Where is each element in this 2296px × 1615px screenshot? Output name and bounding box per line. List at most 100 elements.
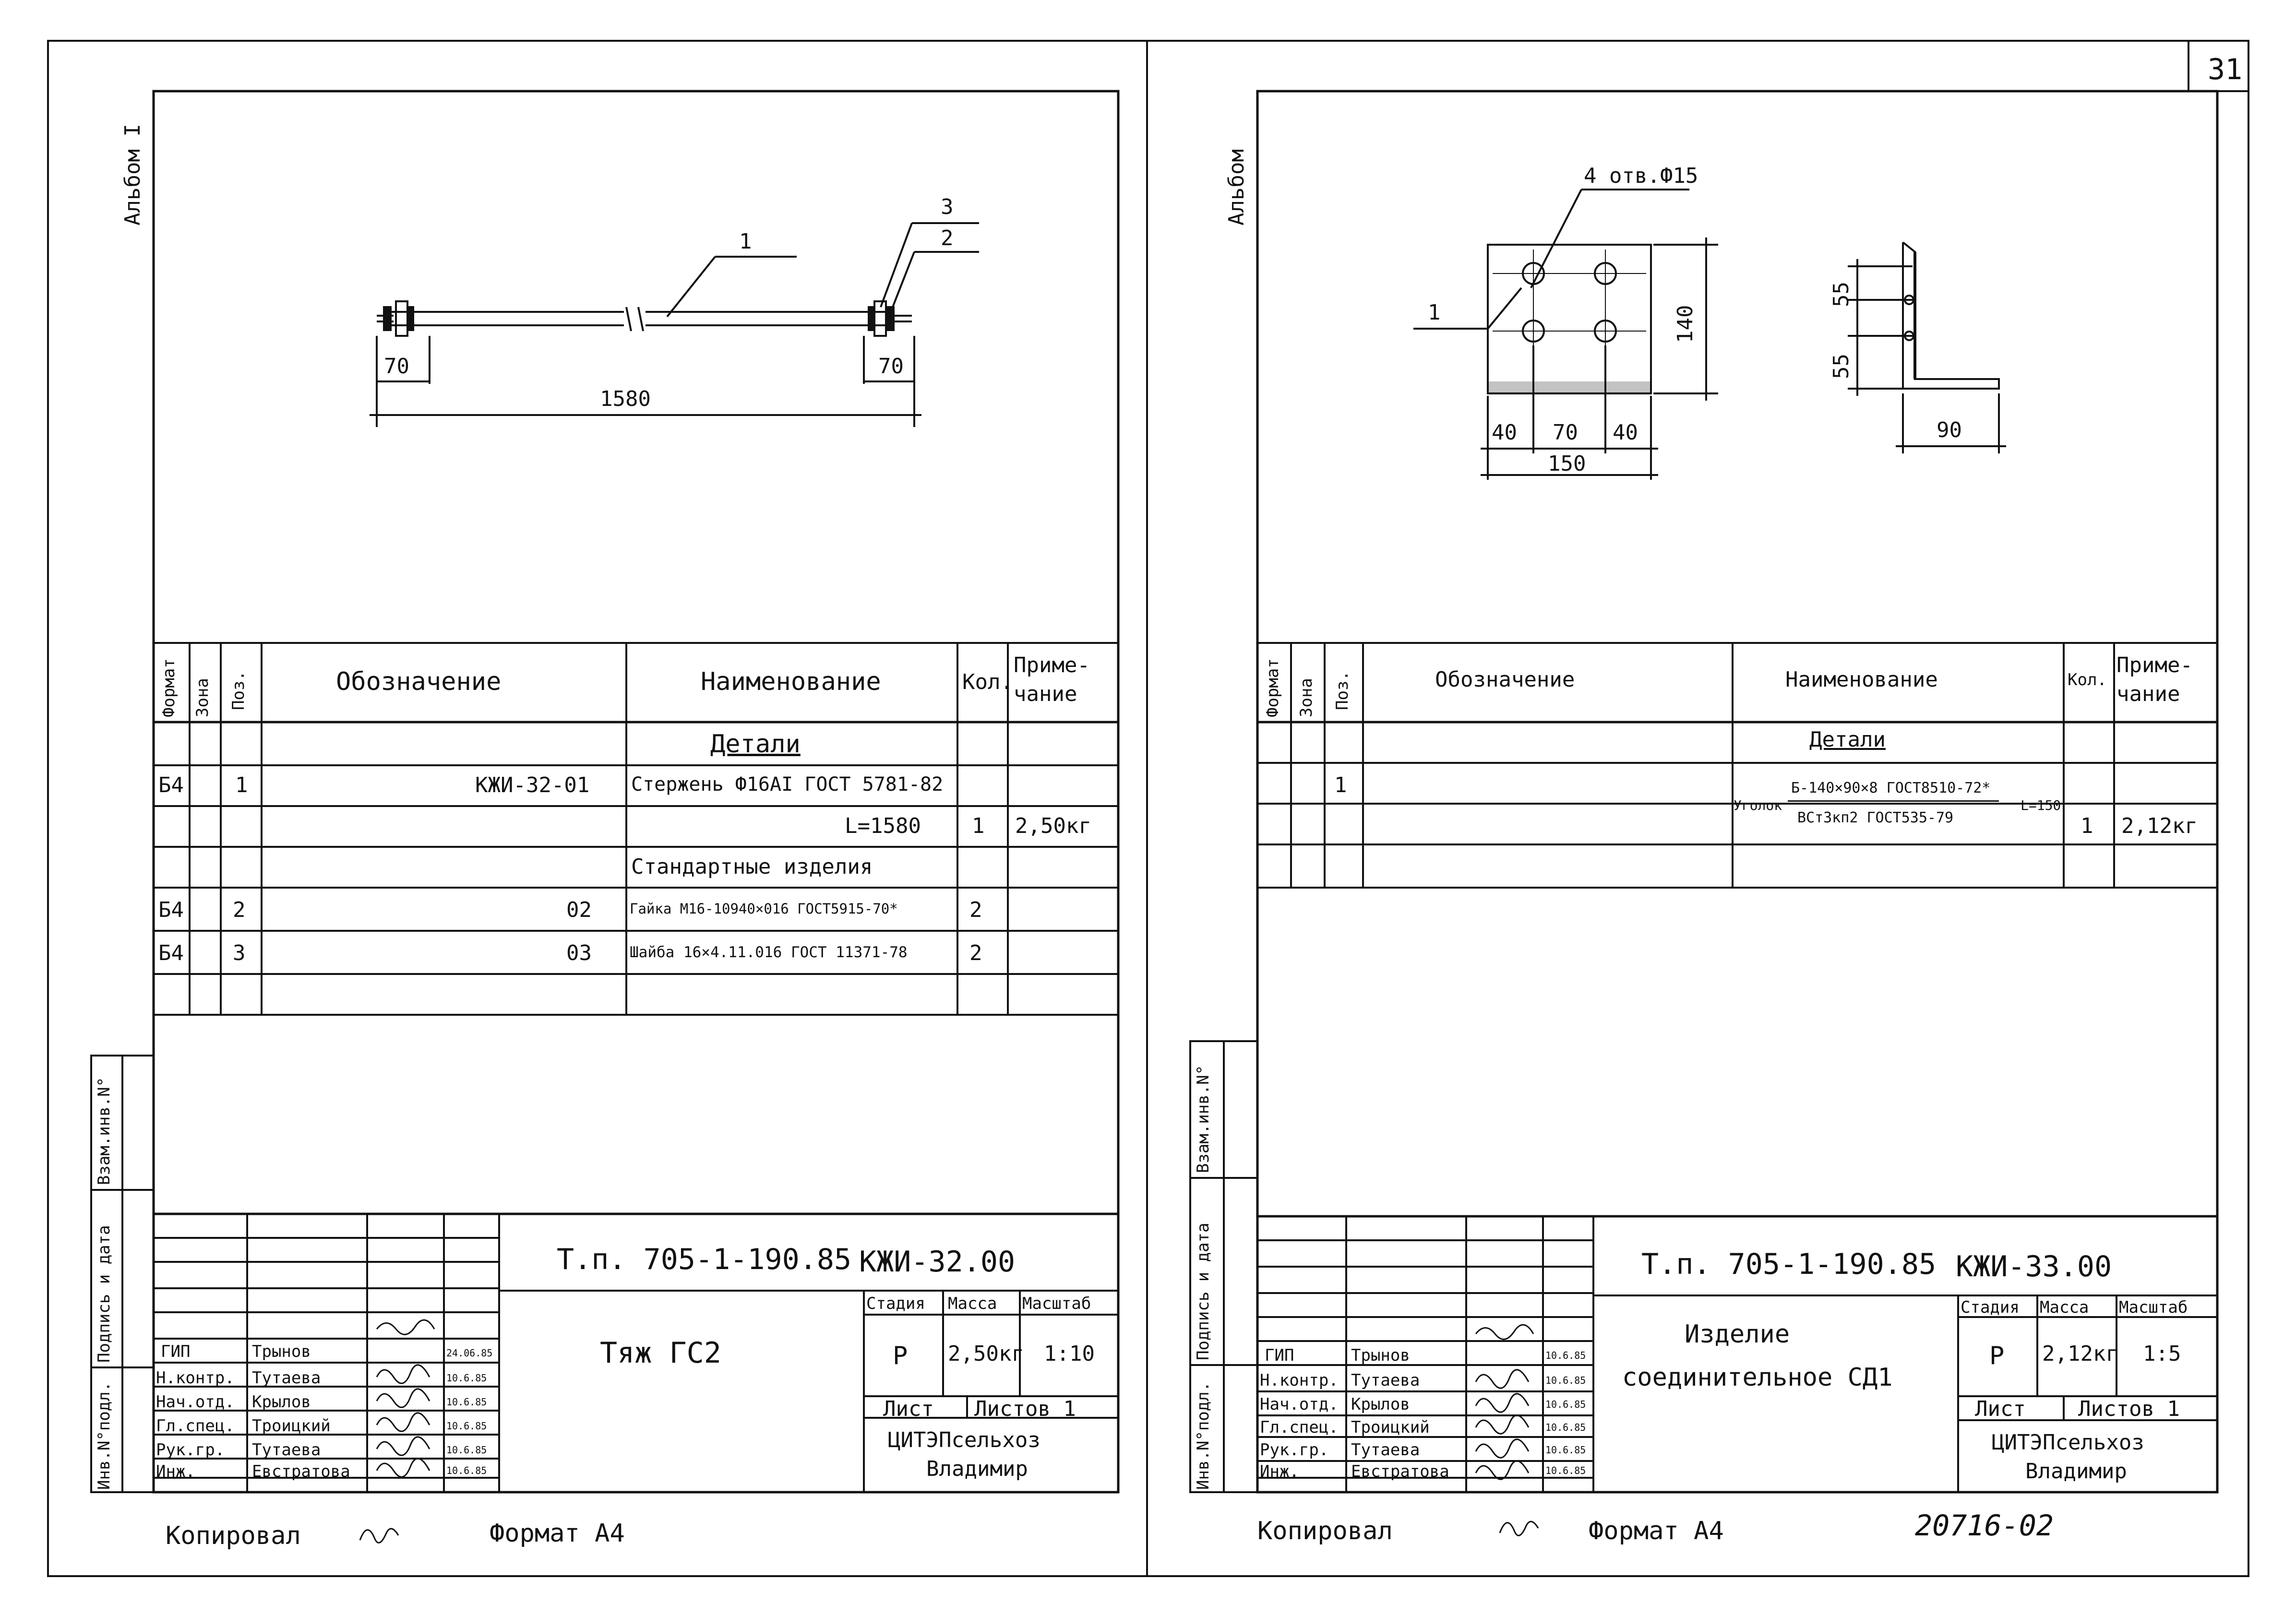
right-hdr-designation: Обозначение xyxy=(1435,667,1575,692)
left-row2-qty: 2 xyxy=(969,898,982,922)
right-staff-role: Инж. xyxy=(1260,1462,1299,1481)
left-row1-pos: 1 xyxy=(235,773,248,797)
page-number: 31 xyxy=(2208,53,2243,86)
right-dim-w2: 70 xyxy=(1553,420,1578,445)
right-tb-title-2: соединительное СД1 xyxy=(1622,1363,1893,1392)
left-staff-date: 10.6.85 xyxy=(446,1420,487,1432)
left-staff-name: Тутаева xyxy=(252,1440,321,1460)
right-dim-a3: 90 xyxy=(1937,418,1962,442)
right-staff-name: Евстратова xyxy=(1351,1462,1449,1481)
left-staff-role: Нач.отд. xyxy=(156,1392,235,1412)
right-tb-doc: КЖИ-33.00 xyxy=(1956,1250,2112,1283)
left-tb-scale-label: Масштаб xyxy=(1022,1294,1091,1313)
right-staff-role: Н.контр. xyxy=(1260,1371,1339,1390)
right-row1-note: 2,12кг xyxy=(2121,814,2198,838)
left-tb-stage: Р xyxy=(893,1342,908,1370)
right-staff-name: Троицкий xyxy=(1351,1418,1430,1437)
right-stamp-inv: Инв.N°подл. xyxy=(1194,1381,1213,1490)
right-staff-name: Тутаева xyxy=(1351,1371,1420,1390)
right-staff-date: 10.6.85 xyxy=(1545,1399,1586,1410)
angle-drawing xyxy=(1848,241,2006,453)
right-hdr-qty: Кол. xyxy=(2068,670,2107,689)
right-tb-sheets-label: Листов 1 xyxy=(2078,1397,2180,1421)
left-row3-designation: 03 xyxy=(566,941,592,965)
left-row3-name: Шайба 16×4.11.016 ГОСТ 11371-78 xyxy=(630,944,908,961)
left-staff-role: Инж. xyxy=(156,1462,195,1481)
left-row2-name: Гайка М16-10940×016 ГОСТ5915-70* xyxy=(630,901,898,917)
right-footer-copied: Копировал xyxy=(1257,1517,1393,1545)
left-pos-2: 2 xyxy=(941,226,954,250)
right-dim-a1: 55 xyxy=(1829,282,1854,307)
right-footer-format: Формат А4 xyxy=(1589,1517,1724,1545)
left-pos-1: 1 xyxy=(739,229,752,254)
left-row2-format: Б4 xyxy=(158,898,184,922)
right-staff-date: 10.6.85 xyxy=(1545,1422,1586,1433)
left-footer-copied: Копировал xyxy=(166,1521,301,1550)
right-dim-w1: 40 xyxy=(1492,420,1517,445)
left-hdr-designation: Обозначение xyxy=(336,667,502,696)
right-tb-scale: 1:5 xyxy=(2143,1342,2181,1366)
right-tb-title-1: Изделие xyxy=(1685,1320,1790,1349)
right-tb-stage-label: Стадия xyxy=(1961,1298,2020,1317)
left-tb-sheet-label: Лист xyxy=(883,1397,934,1421)
right-staff-role: Рук.гр. xyxy=(1260,1440,1329,1460)
left-row1-format: Б4 xyxy=(158,773,184,797)
left-section-details: Детали xyxy=(710,730,801,759)
left-row3-format: Б4 xyxy=(158,941,184,965)
left-tb-code: Т.п. 705-1-190.85 xyxy=(557,1243,852,1276)
left-pos-3: 3 xyxy=(941,195,954,219)
right-tb-stage: Р xyxy=(1989,1342,2005,1370)
left-row1-name: Стержень Ф16АI ГОСТ 5781-82 xyxy=(631,773,944,796)
left-staff-name: Трынов xyxy=(252,1342,311,1361)
left-stamp-inv: Инв.N°подл. xyxy=(95,1381,114,1490)
left-section-std: Стандартные изделия xyxy=(631,855,873,879)
right-holes-label: 4 отв.Ф15 xyxy=(1584,164,1698,188)
right-row1-pos: 1 xyxy=(1334,773,1347,797)
right-staff-date: 10.6.85 xyxy=(1545,1375,1586,1386)
right-staff-date: 10.6.85 xyxy=(1545,1465,1586,1476)
left-tb-doc: КЖИ-32.00 xyxy=(859,1245,1016,1279)
left-dim-total: 1580 xyxy=(600,387,651,411)
left-tb-org-2: Владимир xyxy=(926,1457,1028,1481)
left-staff-role: Гл.спец. xyxy=(156,1416,235,1436)
right-staff-role: Нач.отд. xyxy=(1260,1395,1339,1414)
left-staff-date: 24.06.85 xyxy=(446,1347,493,1359)
right-stamp-vzam: Взам.инв.N° xyxy=(1194,1065,1213,1173)
right-tb-mass-label: Масса xyxy=(2040,1298,2089,1317)
left-staff-role: ГИП xyxy=(161,1342,191,1361)
page-number-box xyxy=(2188,40,2249,92)
right-tb-code: Т.п. 705-1-190.85 xyxy=(1641,1247,1937,1281)
left-row1-designation: КЖИ-32-01 xyxy=(475,773,590,797)
left-dim-left: 70 xyxy=(384,354,409,379)
left-staff-name: Евстратова xyxy=(252,1462,350,1481)
left-staff-date: 10.6.85 xyxy=(446,1372,487,1384)
right-hdr-name: Наименование xyxy=(1785,667,1938,692)
left-hdr-name: Наименование xyxy=(701,667,881,696)
left-row1b-note: 2,50кг xyxy=(1015,814,1091,838)
right-dim-a2: 55 xyxy=(1829,354,1854,379)
right-section-details: Детали xyxy=(1809,727,1886,752)
left-hdr-note-2: чание xyxy=(1014,682,1077,706)
right-staff-date: 10.6.85 xyxy=(1545,1444,1586,1456)
right-staff-date: 10.6.85 xyxy=(1545,1350,1586,1361)
right-staff-role: ГИП xyxy=(1265,1346,1294,1365)
left-row2-pos: 2 xyxy=(233,898,246,922)
rod-drawing xyxy=(370,222,979,427)
left-footer-format: Формат А4 xyxy=(490,1519,625,1548)
right-hdr-zone: Зона xyxy=(1297,678,1316,717)
left-album-label: Альбом I xyxy=(120,124,145,226)
left-hdr-pos: Поз. xyxy=(229,671,248,710)
left-row2-designation: 02 xyxy=(566,898,592,922)
right-row1-fraction-bar xyxy=(1788,800,1999,802)
right-tb-mass: 2,12кг xyxy=(2042,1342,2118,1366)
left-hdr-note-1: Приме- xyxy=(1014,653,1090,677)
left-hdr-format: Формат xyxy=(159,658,179,717)
archive-number: 20716-02 xyxy=(1915,1509,2054,1543)
left-staff-name: Тутаева xyxy=(252,1368,321,1388)
plate-drawing xyxy=(1413,189,1718,480)
right-row1-top: Б-140×90×8 ГОСТ8510-72* xyxy=(1791,780,1991,796)
right-staff-name: Трынов xyxy=(1351,1346,1410,1365)
right-tb-org-2: Владимир xyxy=(2025,1459,2127,1484)
right-dim-w-total: 150 xyxy=(1548,451,1586,476)
